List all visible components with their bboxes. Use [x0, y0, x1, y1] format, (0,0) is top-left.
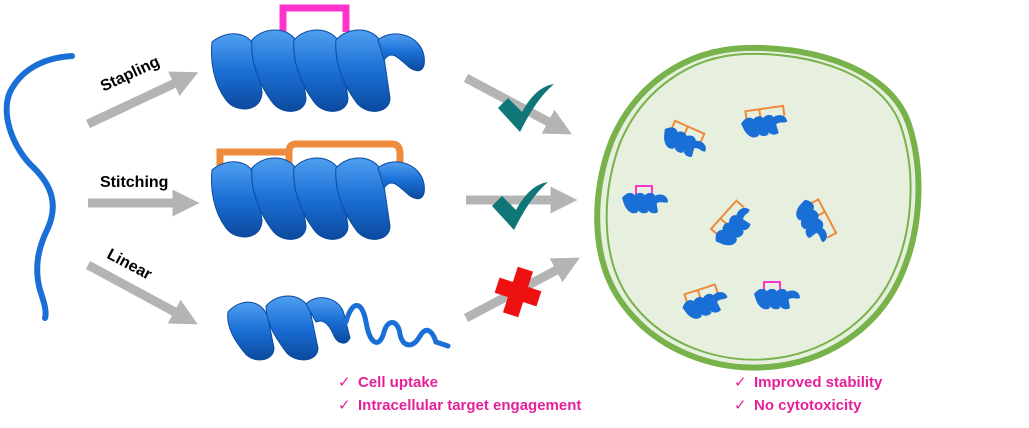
intracellular-stitched-peptide	[709, 199, 751, 246]
benefit-text: Cell uptake	[358, 374, 439, 391]
check-icon: ✓	[734, 397, 747, 414]
arrow-stapling	[86, 71, 199, 129]
unstructured-tail	[343, 303, 451, 349]
linear-partial-helix	[227, 295, 451, 361]
intracellular-stitched-peptide	[741, 104, 788, 138]
linear-peptide-strand	[3, 53, 75, 321]
stapled-helix	[211, 4, 425, 112]
cross-icon	[494, 266, 542, 318]
check-icon: ✓	[338, 374, 351, 391]
intracellular-stitched-peptide	[664, 119, 706, 157]
arrow-linear	[85, 261, 198, 325]
benefit-item: ✓ No cytotoxicity	[734, 396, 862, 414]
hydrocarbon-staple	[279, 4, 350, 32]
benefit-item: ✓ Intracellular target engagement	[338, 396, 581, 414]
check-icon: ✓	[338, 397, 351, 414]
intracellular-stapled-peptide	[754, 281, 800, 310]
label-stitching: Stitching	[100, 174, 169, 191]
check-icon: ✓	[734, 374, 747, 391]
check-icon	[492, 182, 548, 230]
benefit-item: ✓ Improved stability	[734, 373, 882, 391]
intracellular-stitched-peptide	[796, 198, 838, 243]
intracellular-stapled-peptide	[622, 185, 668, 214]
cell-membrane	[594, 44, 922, 371]
benefit-text: Intracellular target engagement	[358, 397, 582, 414]
cell	[594, 44, 922, 371]
benefit-text: Improved stability	[754, 374, 883, 391]
benefit-text: No cytotoxicity	[754, 397, 862, 414]
intracellular-stitched-peptide	[682, 283, 728, 319]
benefit-item: ✓ Cell uptake	[338, 373, 438, 391]
stitched-helix	[211, 140, 425, 240]
check-icon	[498, 84, 554, 132]
